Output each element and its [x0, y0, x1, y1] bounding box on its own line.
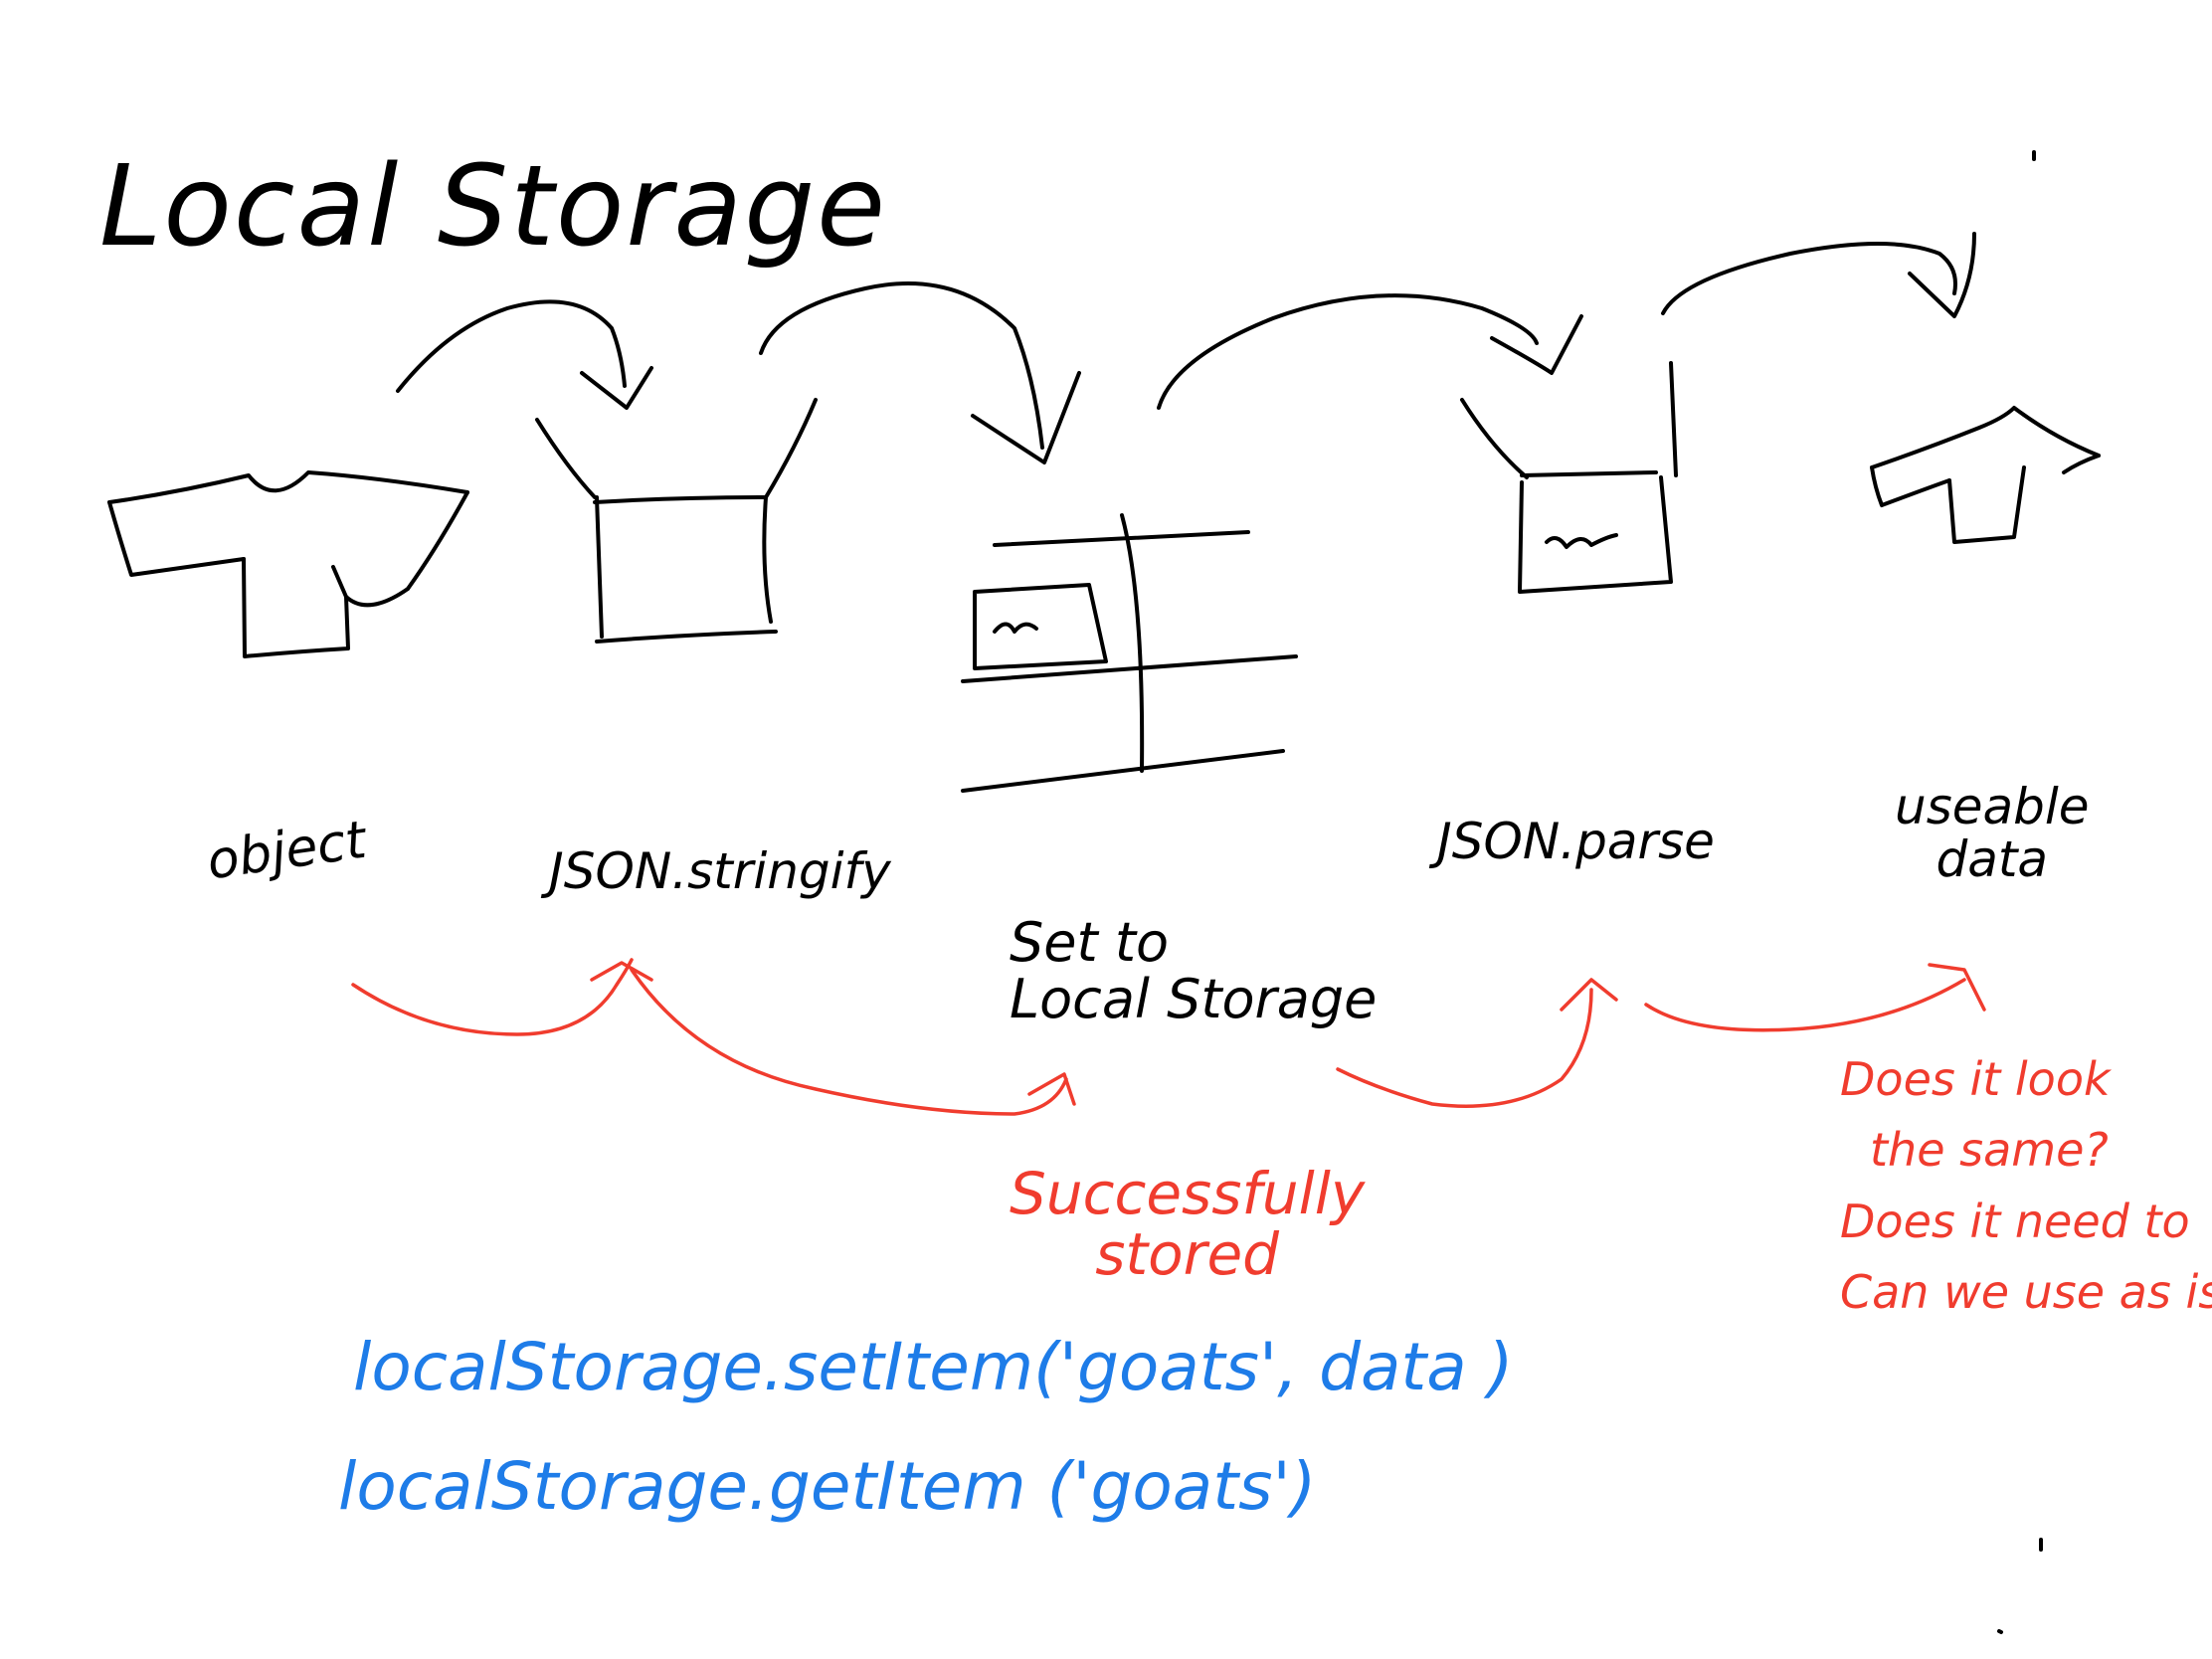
- note-question-line1: Does it look: [1840, 1052, 2111, 1106]
- label-json-stringify: JSON.stringify: [549, 842, 891, 900]
- label-usable-line1: useable: [1895, 778, 2090, 835]
- stringify-box-icon: [535, 398, 818, 644]
- code-set-item: localStorage.setItem('goats', data ): [353, 1329, 1514, 1405]
- note-success-line2: stored: [1095, 1219, 1279, 1288]
- note-success-line1: Successfully: [1010, 1160, 1366, 1227]
- shirt-object-icon: [107, 470, 469, 658]
- note-questions: Does it look the same? Does it need to C…: [1840, 1044, 2212, 1328]
- parse-box-icon: [1460, 361, 1678, 594]
- storage-table-icon: [961, 513, 1298, 793]
- label-usable-line2: data: [1936, 830, 2049, 888]
- label-json-parse: JSON.parse: [1437, 813, 1715, 870]
- flow-arrows-top: [396, 232, 1976, 464]
- label-set-to-local-storage: Set to Local Storage: [1010, 911, 1378, 1030]
- shirt-usable-icon: [1870, 406, 2101, 544]
- label-useable-data: useable data: [1895, 781, 2090, 885]
- flow-arrows-bottom: [351, 958, 1986, 1116]
- code-get-item: localStorage.getItem ('goats'): [338, 1448, 1317, 1525]
- note-question-line2: the same?: [1870, 1123, 2109, 1178]
- note-question-line3: Does it need to: [1840, 1194, 2190, 1248]
- page-title: Local Storage: [99, 142, 888, 272]
- note-question-line4: Can we use as is?: [1840, 1264, 2212, 1319]
- label-set-line1: Set to: [1010, 911, 1170, 974]
- note-successfully-stored: Successfully stored: [1010, 1164, 1365, 1285]
- label-set-line2: Local Storage: [1010, 967, 1378, 1030]
